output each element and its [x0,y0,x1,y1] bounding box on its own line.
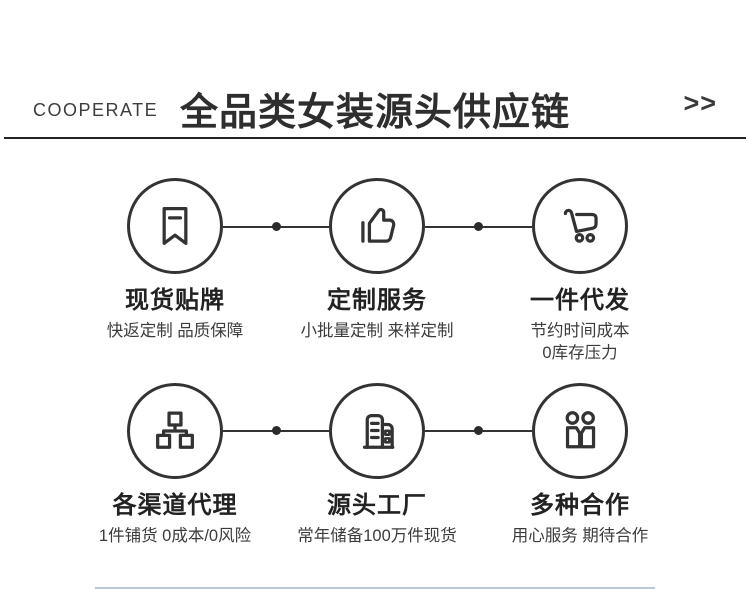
bottom-accent-line [95,587,655,589]
feature-subtitle: 用心服务 期待合作 [511,527,649,546]
connector-dot [271,426,281,435]
factory-icon [362,413,395,449]
partnership-icon [565,411,596,449]
feature-circle [127,383,223,479]
feature-subtitle: 节约时间成本 0库存压力 [530,322,630,363]
connector-dot [271,222,281,231]
page-title: 全品类女装源头供应链 [179,92,570,134]
feature-circle [532,178,628,274]
feature-custom-service: 定制服务 小批量定制 来样定制 [267,178,487,343]
cart-icon [563,208,598,243]
feature-channel-agents: 各渠道代理 1件铺货 0成本/0风险 [65,383,285,548]
feature-title: 定制服务 [327,287,427,314]
feature-cooperation: 多种合作 用心服务 期待合作 [470,383,690,548]
connector-dot [474,426,483,435]
feature-stock-labeling: 现货贴牌 快返定制 品质保障 [65,178,285,343]
thumbs-up-icon [361,207,396,243]
feature-title: 多种合作 [530,492,630,519]
feature-circle [127,178,223,274]
connector-line [425,222,532,231]
feature-circle [329,178,425,274]
feature-subtitle: 小批量定制 来样定制 [300,322,454,341]
more-chevrons-icon[interactable]: >> [683,88,717,118]
feature-circle [329,383,425,479]
connector-line [425,426,532,435]
feature-dropshipping: 一件代发 节约时间成本 0库存压力 [470,178,690,365]
feature-circle [532,383,628,479]
connector-line [223,222,329,231]
header-divider [4,137,746,139]
section-eyebrow: COOPERATE [33,100,159,120]
feature-title: 现货贴牌 [125,287,225,314]
feature-subtitle: 常年储备100万件现货 [297,527,457,546]
feature-title: 各渠道代理 [112,492,238,519]
feature-title: 源头工厂 [327,492,427,519]
feature-source-factory: 源头工厂 常年储备100万件现货 [267,383,487,548]
feature-title: 一件代发 [530,287,630,314]
connector-dot [474,222,483,231]
feature-subtitle: 快返定制 品质保障 [106,322,244,341]
connector-line [223,426,329,435]
bookmark-icon [162,207,188,245]
feature-subtitle: 1件铺货 0成本/0风险 [98,527,252,546]
org-chart-icon [156,411,194,449]
